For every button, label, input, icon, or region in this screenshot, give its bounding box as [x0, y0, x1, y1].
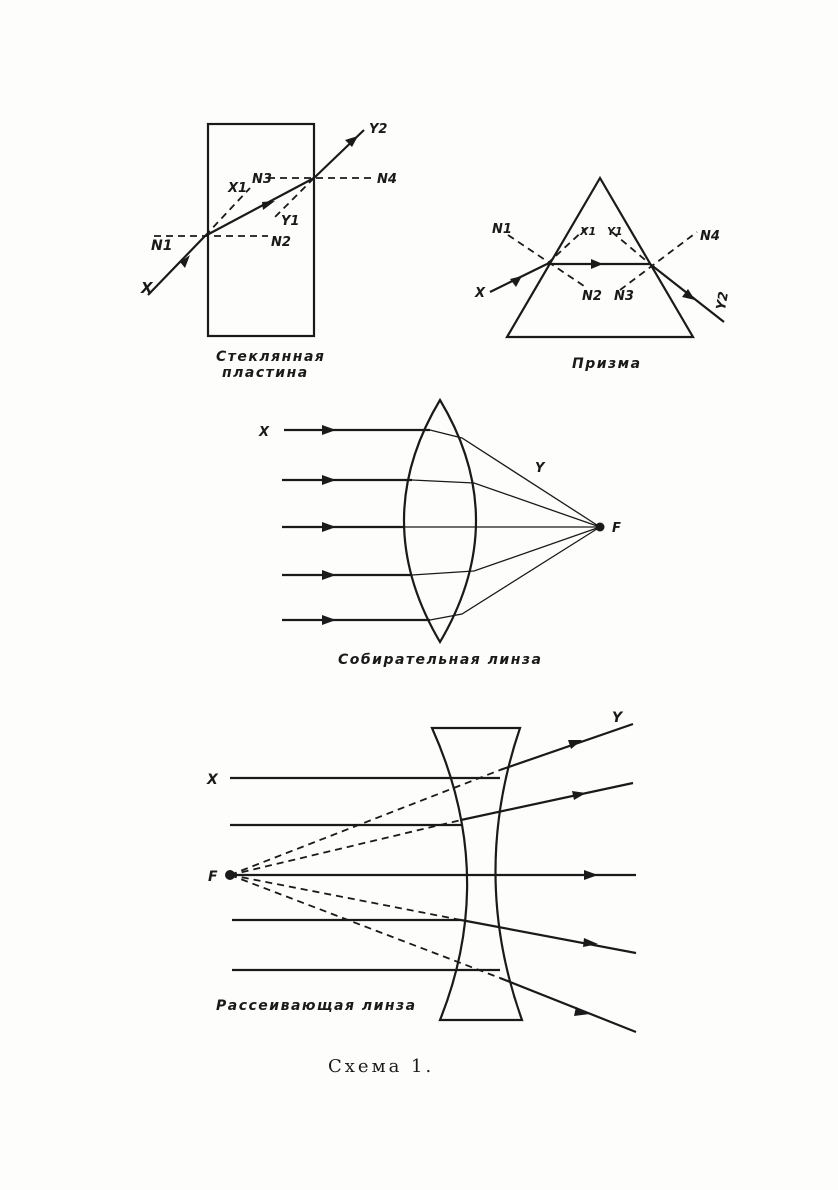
div-label-x: X	[206, 772, 219, 788]
div-label-f: F	[208, 869, 218, 885]
conv-arrow-4	[322, 570, 336, 580]
div-arrow-1	[568, 740, 582, 749]
prism-label-y1: Y1	[607, 225, 623, 238]
plate-label-n3: N3	[252, 172, 272, 187]
prism-label-n4: N4	[700, 229, 720, 244]
glass-plate-diagram: X N1 X1 N2 Y1 N3 N4 Y2 Стеклянная пласти…	[140, 122, 397, 381]
div-virtual-ray-5	[229, 874, 501, 979]
conv-ray-1-out	[429, 429, 601, 528]
conv-focal-point	[595, 522, 605, 532]
conv-arrow-2	[322, 475, 336, 485]
scheme-caption: Схема 1.	[328, 1056, 434, 1077]
conv-ray-2-out	[411, 479, 601, 528]
div-arrow-3	[584, 870, 598, 880]
prism-label-n3: N3	[614, 289, 634, 304]
div-virtual-ray-1	[229, 769, 501, 876]
div-virtual-ray-2	[229, 819, 462, 876]
prism-extension-y1	[611, 231, 651, 265]
plate-label-x: X	[140, 279, 154, 297]
plate-emergent-arrow	[345, 136, 358, 147]
div-ray-1-out	[499, 722, 634, 772]
plate-caption-line2: пластина	[222, 365, 309, 381]
conv-label-y: Y	[535, 461, 546, 476]
div-ray-5-out	[499, 976, 637, 1034]
prism-incident-arrow	[510, 276, 522, 287]
plate-caption-line1: Стеклянная	[216, 349, 325, 365]
div-virtual-ray-4	[229, 874, 462, 921]
div-label-y: Y	[612, 710, 624, 726]
prism-diagram: X N1 X1 Y1 N2 N3 N4 Y2 Призма	[474, 175, 732, 372]
prism-label-x: X	[474, 286, 486, 301]
diverging-lens-body	[430, 726, 524, 1022]
prism-label-x1: X1	[579, 225, 596, 238]
plate-refracted-ray	[204, 177, 315, 237]
prism-caption: Призма	[572, 356, 642, 372]
plate-label-y1: Y1	[281, 214, 299, 229]
plate-label-n1: N1	[151, 238, 172, 254]
div-focal-point	[225, 870, 235, 880]
div-ray-4-out	[460, 918, 637, 955]
glass-plate-body	[206, 122, 316, 338]
div-arrow-2	[572, 791, 586, 800]
prism-label-n1: N1	[492, 222, 512, 237]
prism-normal-n1-n2	[507, 234, 585, 287]
converging-lens-diagram: X Y F Собирательная линза	[258, 397, 621, 668]
plate-label-y2: Y2	[369, 122, 387, 137]
conv-arrow-1	[322, 425, 336, 435]
conv-arrow-3	[322, 522, 336, 532]
div-ray-2-out	[460, 781, 634, 822]
div-arrow-5	[574, 1007, 590, 1016]
conv-ray-5-out	[429, 526, 601, 621]
conv-arrow-5	[322, 615, 336, 625]
converging-lens-body	[403, 397, 477, 645]
plate-refracted-arrow	[262, 201, 275, 210]
prism-extension-x1	[546, 227, 587, 265]
prism-body	[505, 175, 695, 339]
plate-label-n2: N2	[271, 235, 291, 250]
conv-label-f: F	[612, 521, 621, 536]
conv-label-x: X	[258, 425, 270, 440]
prism-label-y2: Y2	[714, 291, 732, 312]
diverging-lens-diagram: X Y F Рассеивающая линза	[206, 710, 637, 1034]
plate-extension-x1	[204, 187, 251, 237]
prism-label-n2: N2	[582, 289, 602, 304]
plate-label-n4: N4	[377, 172, 397, 187]
prism-normal-n3-n4	[619, 231, 698, 291]
plate-extension-y1	[271, 177, 315, 221]
div-caption: Рассеивающая линза	[216, 998, 417, 1014]
div-arrow-4	[583, 938, 598, 947]
prism-emergent-arrow	[682, 289, 695, 300]
conv-ray-4-out	[411, 526, 601, 576]
plate-label-x1: X1	[227, 181, 247, 196]
prism-internal-arrow	[591, 259, 603, 269]
conv-caption: Собирательная линза	[338, 652, 542, 668]
plate-incident-ray	[147, 235, 206, 296]
plate-incident-arrow	[180, 255, 190, 268]
